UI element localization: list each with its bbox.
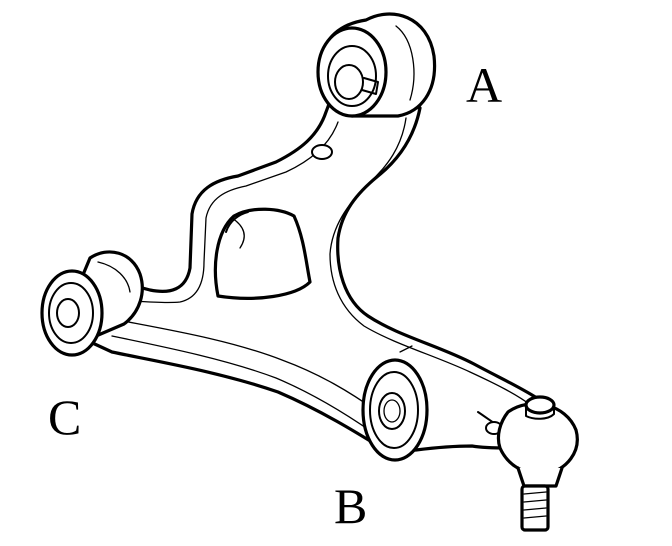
bushing-c [40,250,144,357]
label-a: A [466,57,503,113]
arm-body [80,94,562,454]
ball-joint [496,395,579,532]
bushing-a [316,12,437,118]
bushing-b [361,358,429,462]
label-b: B [334,478,368,534]
label-c: C [48,389,82,445]
